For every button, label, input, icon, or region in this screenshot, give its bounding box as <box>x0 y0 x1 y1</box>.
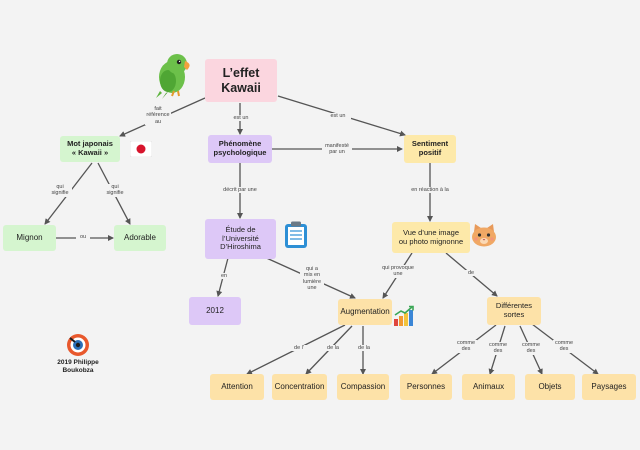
node-mot-japonais[interactable]: Mot japonais « Kawaii » <box>60 136 120 162</box>
label-est-un-1: est un <box>228 115 254 122</box>
node-vue[interactable]: Vue d’une image ou photo mignonne <box>392 222 470 253</box>
label-qui-signifie-2: qui signifie <box>103 184 127 197</box>
label-comme-des-2: comme des <box>487 342 509 355</box>
label-en: en <box>218 273 230 280</box>
node-phenomene[interactable]: Phénomène psychologique <box>208 135 272 163</box>
label-comme-des-1: comme des <box>455 340 477 353</box>
label-comme-des-4: comme des <box>553 340 575 353</box>
node-adorable[interactable]: Adorable <box>114 225 166 251</box>
clipboard-icon <box>285 221 307 248</box>
label-qui-signifie-1: qui signifie <box>48 184 72 197</box>
node-paysages[interactable]: Paysages <box>582 374 636 400</box>
label-est-un-2: est un <box>325 113 351 120</box>
node-etude[interactable]: Étude de l’Université D’Hiroshima <box>205 219 276 259</box>
node-objets[interactable]: Objets <box>525 374 575 400</box>
label-de-la-1: de la <box>324 345 342 352</box>
label-de-l: de l' <box>291 345 307 352</box>
label-fait-reference: fait référence au <box>145 106 171 125</box>
node-augmentation[interactable]: Augmentation <box>338 299 392 325</box>
node-mignon[interactable]: Mignon <box>3 225 56 251</box>
node-animaux[interactable]: Animaux <box>462 374 515 400</box>
label-qui-provoque: qui provoque une <box>378 265 418 278</box>
node-attention[interactable]: Attention <box>210 374 264 400</box>
parrot-icon <box>156 54 190 99</box>
label-qui-a-mis: qui a mis en lumière une <box>300 266 324 292</box>
node-concentration[interactable]: Concentration <box>272 374 327 400</box>
node-2012[interactable]: 2012 <box>189 297 241 325</box>
label-ou: ou <box>76 234 90 241</box>
label-manifeste: manifesté par un <box>322 143 352 156</box>
label-decrit: décrit par une <box>218 187 262 194</box>
author-credit: 2019 Philippe Boukobza <box>57 359 99 374</box>
japan-flag-icon <box>130 141 152 157</box>
label-en-reaction: en réaction à la <box>406 187 454 194</box>
node-personnes[interactable]: Personnes <box>400 374 452 400</box>
author-logo-icon <box>67 334 89 356</box>
bar-chart-icon <box>394 305 414 326</box>
label-de: de <box>465 270 477 277</box>
label-de-la-2: de la <box>355 345 373 352</box>
node-compassion[interactable]: Compassion <box>337 374 389 400</box>
label-comme-des-3: comme des <box>520 342 542 355</box>
node-sentiment[interactable]: Sentiment positif <box>404 135 456 163</box>
node-differentes[interactable]: Différentes sortes <box>487 297 541 325</box>
node-main[interactable]: L’effet Kawaii <box>205 59 277 102</box>
cat-face-icon <box>472 224 496 247</box>
